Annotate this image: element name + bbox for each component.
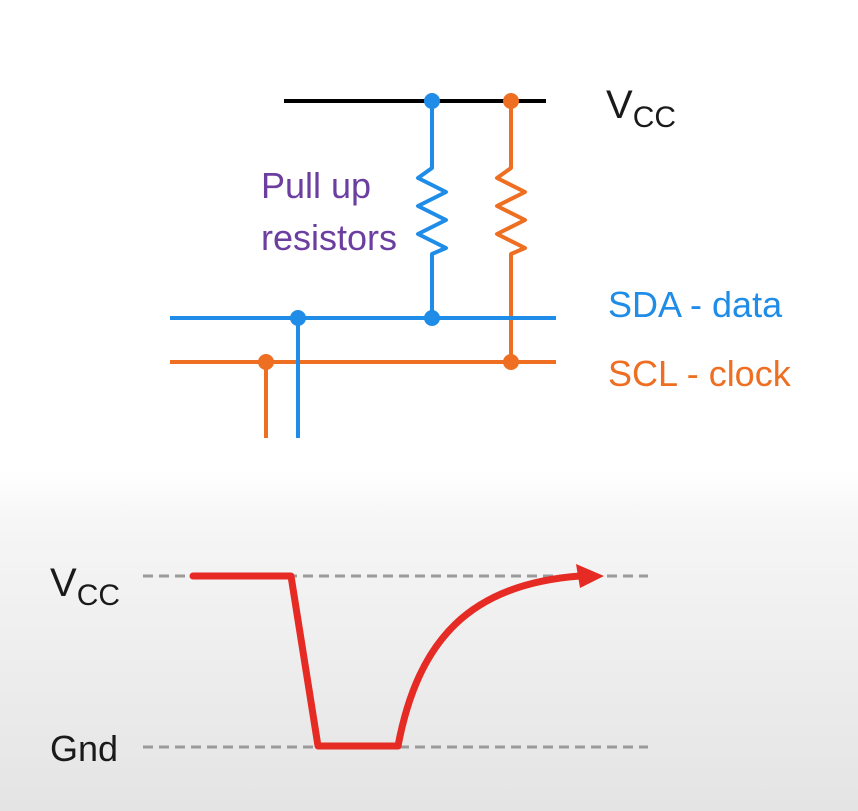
- pullup-label-line2: resistors: [261, 217, 397, 258]
- junction-dot-scl-vcc: [503, 93, 519, 109]
- waveform: VCC Gnd: [50, 561, 648, 769]
- waveform-gnd-label: Gnd: [50, 728, 118, 769]
- signal-waveform: [189, 572, 584, 750]
- circuit: VCC Pull up resistors SDA - data SCL - c…: [170, 83, 792, 438]
- junction-dot-scl-device: [258, 354, 274, 370]
- signal-arrowhead: [576, 564, 604, 588]
- sda-label: SDA - data: [608, 284, 783, 325]
- scl-pullup-resistor: [495, 101, 527, 362]
- sda-pullup-resistor: [416, 101, 448, 318]
- junction-dot-scl-pullup: [503, 354, 519, 370]
- junction-dot-sda-pullup: [424, 310, 440, 326]
- pullup-label-line1: Pull up: [261, 165, 371, 206]
- junction-dot-sda-device: [290, 310, 306, 326]
- scl-label: SCL - clock: [608, 353, 792, 394]
- junction-dot-sda-vcc: [424, 93, 440, 109]
- circuit-vcc-label: VCC: [606, 83, 676, 134]
- waveform-vcc-label: VCC: [50, 561, 120, 612]
